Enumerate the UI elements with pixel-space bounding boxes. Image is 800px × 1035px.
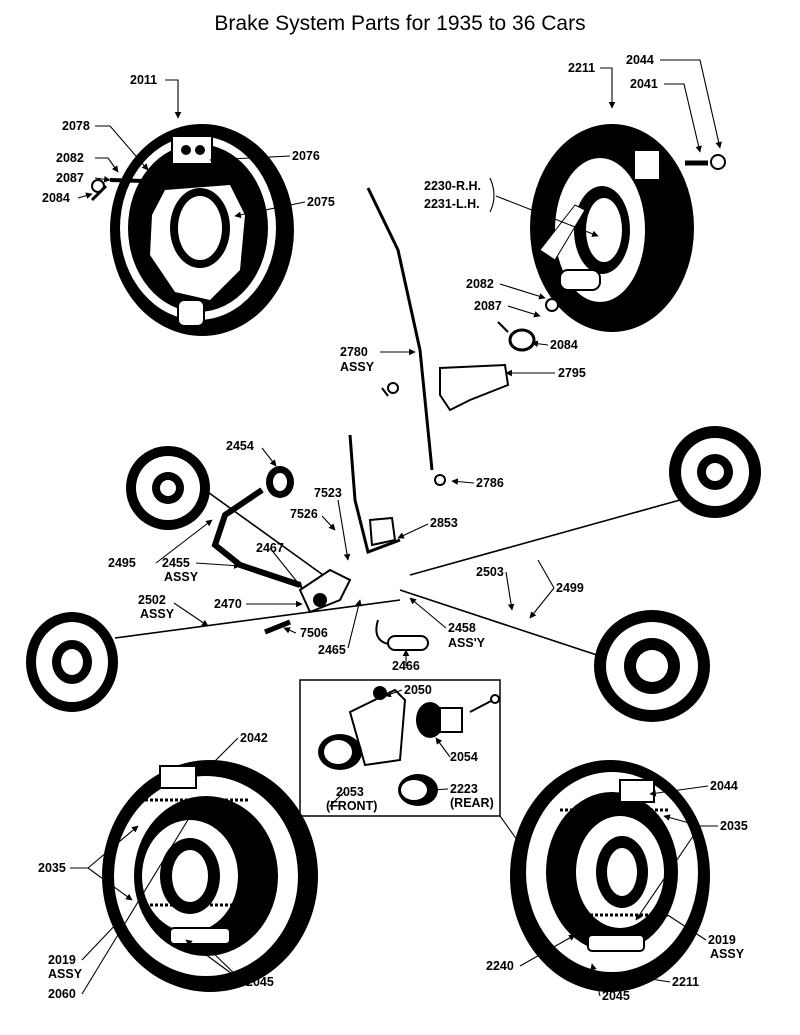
- label-2470: 2470: [214, 597, 242, 611]
- label-7526: 7526: [290, 507, 318, 521]
- label-2087-rear: 2087: [474, 299, 502, 313]
- label-2054: 2054: [450, 750, 478, 764]
- label-2240: 2240: [486, 959, 514, 973]
- label-2078: 2078: [62, 119, 90, 133]
- label-2041: 2041: [630, 77, 658, 91]
- label-2084-rear: 2084: [550, 338, 578, 352]
- label-2045-right: 2045: [602, 989, 630, 1003]
- label-2502: 2502: [138, 593, 166, 607]
- label-2223: 2223: [450, 782, 478, 796]
- label-2780-assy: ASSY: [340, 360, 375, 374]
- label-2075: 2075: [307, 195, 335, 209]
- label-2076: 2076: [292, 149, 320, 163]
- label-2044-bottom: 2044: [710, 779, 738, 793]
- part-labels: 2011 2078 2082 2087 2084 2076 2075 2211 …: [38, 53, 748, 1003]
- brake-cables-drawing: [114, 434, 681, 661]
- label-2211-bottom: 2211: [672, 975, 699, 989]
- label-2853: 2853: [430, 516, 458, 530]
- label-2455-assy: ASSY: [164, 570, 199, 584]
- label-2042: 2042: [240, 731, 268, 745]
- bottom-left-brake-assembly-drawing: [102, 760, 318, 992]
- label-2082-rear: 2082: [466, 277, 494, 291]
- label-2050: 2050: [404, 683, 432, 697]
- label-2035-left: 2035: [38, 861, 66, 875]
- label-2087-front: 2087: [56, 171, 84, 185]
- left-rear-drum-drawing: [26, 612, 118, 712]
- label-2458: 2458: [448, 621, 476, 635]
- label-2458-assy: ASS'Y: [448, 636, 486, 650]
- label-2454: 2454: [226, 439, 254, 453]
- label-2084-front: 2084: [42, 191, 70, 205]
- label-2035-right: 2035: [720, 819, 748, 833]
- label-2499: 2499: [556, 581, 584, 595]
- label-2053: 2053: [336, 785, 364, 799]
- label-2019-left: 2019: [48, 953, 76, 967]
- label-2455: 2455: [162, 556, 190, 570]
- brake-rod-drawing: [366, 187, 510, 486]
- label-2230-rh: 2230-R.H.: [424, 179, 481, 193]
- right-rear-drum-drawing: [594, 610, 710, 722]
- label-2503: 2503: [476, 565, 504, 579]
- left-front-drum-drawing: [126, 446, 210, 530]
- rear-backing-plate-drawing: [497, 124, 726, 352]
- label-2011: 2011: [130, 73, 157, 87]
- label-2223-rear: (REAR): [450, 796, 494, 810]
- label-2495: 2495: [108, 556, 136, 570]
- label-2211-top: 2211: [568, 61, 595, 75]
- label-2060: 2060: [48, 987, 76, 1001]
- label-2082-front: 2082: [56, 151, 84, 165]
- label-2019-right: 2019: [708, 933, 736, 947]
- label-7506: 7506: [300, 626, 328, 640]
- label-2795: 2795: [558, 366, 586, 380]
- label-2502-assy: ASSY: [140, 607, 175, 621]
- label-2019-left-assy: ASSY: [48, 967, 83, 981]
- label-7523: 7523: [314, 486, 342, 500]
- page-title: Brake System Parts for 1935 to 36 Cars: [214, 12, 586, 35]
- leader-lines: [70, 59, 722, 997]
- bottom-right-brake-assembly-drawing: [510, 760, 710, 992]
- label-2780: 2780: [340, 345, 368, 359]
- label-2231-lh: 2231-L.H.: [424, 197, 480, 211]
- label-2044-top: 2044: [626, 53, 654, 67]
- label-2466: 2466: [392, 659, 420, 673]
- label-2467: 2467: [256, 541, 284, 555]
- label-2786: 2786: [476, 476, 504, 490]
- right-front-drum-drawing: [669, 426, 761, 518]
- front-backing-plate-drawing: [90, 124, 294, 336]
- label-2465: 2465: [318, 643, 346, 657]
- label-2019-right-assy: ASSY: [710, 947, 745, 961]
- label-2045-left: 2045: [246, 975, 274, 989]
- label-2053-front: (FRONT): [326, 799, 377, 813]
